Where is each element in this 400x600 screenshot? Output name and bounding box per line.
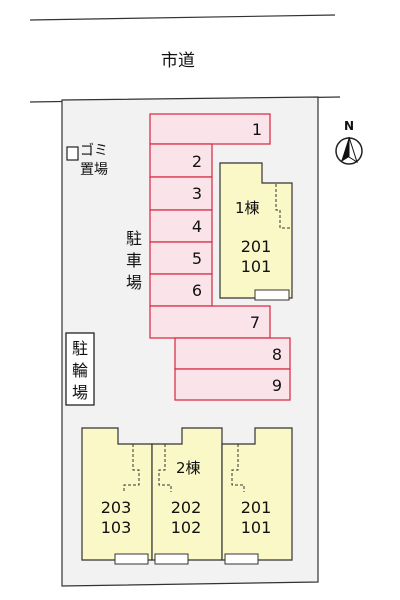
parking-space-1	[149, 113, 271, 145]
parking-space-9	[174, 368, 291, 401]
building-2-unit-102: 102	[171, 518, 202, 537]
parking-number-5: 5	[192, 249, 202, 268]
garbage-box-icon	[66, 146, 79, 161]
parking-number-9: 9	[272, 376, 282, 395]
compass-label: N	[344, 119, 354, 133]
parking-space-7	[149, 305, 271, 339]
building-2-entrance-1	[114, 553, 149, 565]
building-2-entrance-2	[154, 553, 189, 565]
garbage-label-line1: ゴミ	[80, 142, 108, 159]
bicycle-label-char-2: 輪	[72, 361, 88, 380]
parking-number-7: 7	[250, 313, 260, 332]
building-2-unit-201: 201	[241, 498, 272, 517]
building-1-name: 1棟	[235, 199, 260, 217]
garbage-label-line2: 置場	[80, 162, 108, 178]
parking-number-6: 6	[192, 281, 202, 300]
parking-space-5	[149, 241, 213, 275]
road-label: 市道	[161, 51, 195, 71]
building-1-entrance	[254, 289, 290, 301]
north-compass-icon: N	[335, 119, 363, 165]
building-2-unit-103: 103	[101, 518, 132, 537]
building-1-unit-lower: 101	[241, 257, 272, 276]
parking-number-1: 1	[252, 120, 262, 139]
parking-space-2	[149, 143, 213, 178]
parking-spaces: 1 2 3 4 5 6 7 8 9	[149, 113, 291, 401]
building-1: 1棟 201 101	[219, 162, 293, 301]
building-2-unit-202: 202	[171, 498, 202, 517]
parking-space-4	[149, 209, 213, 243]
building-2-name: 2棟	[176, 459, 201, 477]
building-2: 2棟 203 103 202 102 201 101	[81, 427, 293, 565]
parking-number-3: 3	[192, 184, 202, 203]
parking-label-char-1: 駐	[126, 229, 142, 248]
bicycle-label-char-1: 駐	[72, 339, 88, 358]
building-2-unit-203: 203	[101, 498, 132, 517]
building-1-unit-upper: 201	[241, 237, 272, 256]
parking-number-2: 2	[192, 152, 202, 171]
parking-label-char-3: 場	[126, 273, 142, 292]
bicycle-label-char-3: 場	[72, 383, 88, 402]
parking-label-char-2: 車	[126, 251, 142, 270]
parking-space-6	[149, 273, 213, 307]
building-2-unit-101: 101	[241, 518, 272, 537]
parking-number-8: 8	[272, 345, 282, 364]
building-2-entrance-3	[224, 553, 259, 565]
bicycle-parking-box	[65, 332, 95, 406]
road-edge-top	[29, 14, 336, 21]
parking-space-3	[149, 176, 213, 211]
parking-number-4: 4	[192, 217, 202, 236]
